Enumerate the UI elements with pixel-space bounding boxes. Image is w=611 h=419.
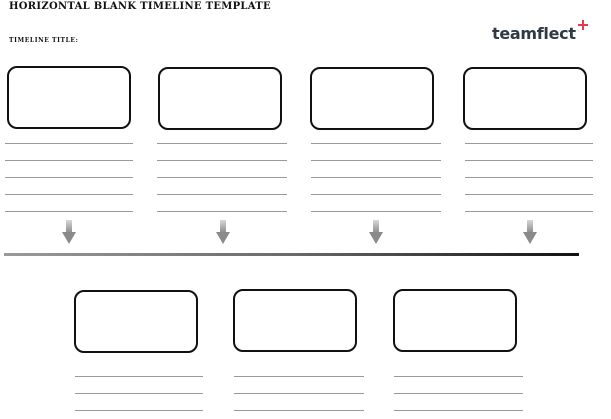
writing-line[interactable] — [394, 376, 523, 377]
writing-line[interactable] — [157, 194, 287, 195]
writing-line[interactable] — [234, 410, 364, 411]
writing-line[interactable] — [465, 160, 593, 161]
document-title: HORIZONTAL BLANK TIMELINE TEMPLATE — [9, 1, 271, 12]
writing-line[interactable] — [157, 177, 287, 178]
timeline-axis — [4, 253, 579, 256]
writing-line[interactable] — [394, 393, 523, 394]
down-arrow-icon — [523, 220, 537, 244]
bottom-entry-box-3[interactable] — [393, 289, 517, 352]
writing-line[interactable] — [465, 143, 593, 144]
down-arrow-icon — [216, 220, 230, 244]
down-arrow-icon — [369, 220, 383, 244]
writing-line[interactable] — [157, 211, 287, 212]
writing-line[interactable] — [157, 143, 287, 144]
down-arrow-icon — [62, 220, 76, 244]
writing-line[interactable] — [5, 211, 133, 212]
writing-line[interactable] — [311, 160, 441, 161]
writing-line[interactable] — [75, 410, 203, 411]
bottom-entry-box-1[interactable] — [74, 290, 198, 353]
writing-line[interactable] — [5, 143, 133, 144]
writing-line[interactable] — [5, 160, 133, 161]
timeline-title-label: TIMELINE TITLE: — [9, 37, 79, 44]
writing-line[interactable] — [5, 177, 133, 178]
teamflect-logo: teamflect — [492, 20, 592, 46]
writing-line[interactable] — [234, 393, 364, 394]
writing-line[interactable] — [157, 160, 287, 161]
top-entry-box-1[interactable] — [7, 66, 131, 129]
bottom-entry-box-2[interactable] — [233, 289, 357, 352]
writing-line[interactable] — [394, 410, 523, 411]
plus-icon — [578, 20, 588, 30]
writing-line[interactable] — [465, 211, 593, 212]
writing-line[interactable] — [234, 376, 364, 377]
writing-line[interactable] — [75, 376, 203, 377]
logo-text: teamflect — [492, 24, 576, 43]
writing-line[interactable] — [311, 211, 441, 212]
writing-line[interactable] — [5, 194, 133, 195]
top-entry-box-2[interactable] — [158, 67, 282, 130]
top-entry-box-3[interactable] — [310, 67, 434, 130]
writing-line[interactable] — [75, 393, 203, 394]
writing-line[interactable] — [311, 177, 441, 178]
writing-line[interactable] — [311, 194, 441, 195]
writing-line[interactable] — [465, 194, 593, 195]
top-entry-box-4[interactable] — [463, 67, 587, 130]
writing-line[interactable] — [465, 177, 593, 178]
writing-line[interactable] — [311, 143, 441, 144]
